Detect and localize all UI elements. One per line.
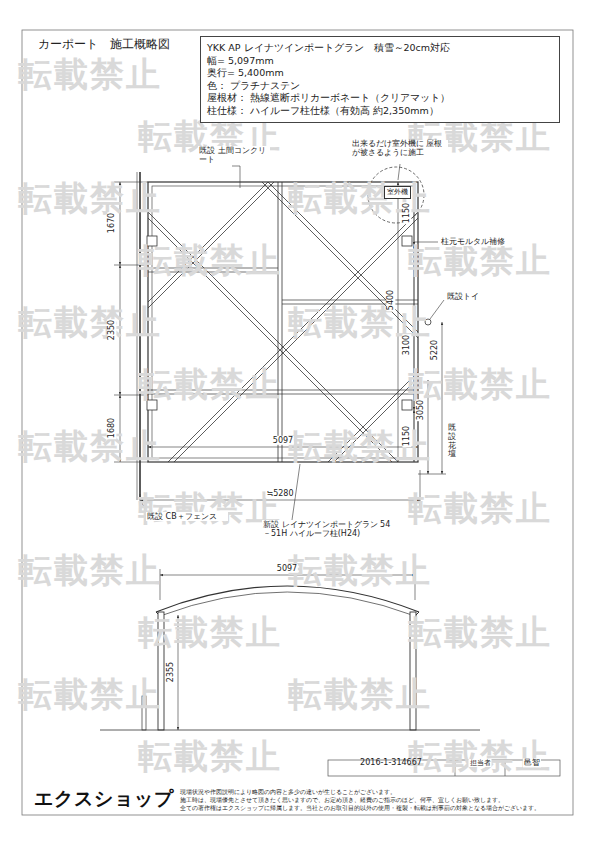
spec-line: 奥行= 5,400mm <box>207 67 553 80</box>
watermark: 転載禁止 <box>138 362 282 408</box>
footer-note: 施工時は、現場優先とさせて頂きたく思いますので、お定め頂き、経費のご指示のほど、… <box>180 797 565 803</box>
dimension-value: 1150 <box>402 425 411 447</box>
spec-line: 色： プラチナステン <box>207 80 553 93</box>
footer-note: 全ての著作権はエクスショップに帰属します。当社とのお取引目的以外の使用・複製・転… <box>180 805 565 811</box>
note-label: 既設 CB＋フェンス <box>146 512 228 521</box>
watermark: 転載禁止 <box>408 610 552 656</box>
watermark: 転載禁止 <box>288 548 432 594</box>
dimension-value: 5400 <box>386 289 395 311</box>
note-label: 既設花壇 <box>447 424 457 459</box>
spec-box: YKK AP レイナツインポートグラン 積雪～20cm対応幅= 5,097mm奥… <box>200 36 560 123</box>
dimension-value: ≒5280 <box>265 489 294 498</box>
title-block-cell: 担当者 <box>469 759 492 767</box>
spec-line: 屋根材： 熱線遮断ポリカーボネート（クリアマット） <box>207 92 553 105</box>
watermark: 転載禁止 <box>138 734 282 780</box>
note-label: 新設 レイナツインポートグラン 54－51H ハイルーフ柱(H24) <box>262 520 392 538</box>
dimension-value: 5097 <box>276 564 298 573</box>
watermark: 転載禁止 <box>408 362 552 408</box>
leader-lines <box>140 164 444 520</box>
dimension-value: 2355 <box>166 661 175 683</box>
title-block-cell: 2016-1-314667 <box>360 758 422 767</box>
watermark: 転載禁止 <box>18 300 162 346</box>
company-logo: エクスショップ <box>34 788 174 810</box>
watermark: 転載禁止 <box>138 486 282 532</box>
watermark: 転載禁止 <box>138 610 282 656</box>
title-block-cell: 邑智 <box>523 758 541 767</box>
watermark: 転載禁止 <box>18 672 162 718</box>
spec-line: 柱仕様： ハイルーフ柱仕様（有効高 約2,350mm） <box>207 105 553 118</box>
watermark: 転載禁止 <box>408 734 552 780</box>
watermark: 転載禁止 <box>408 486 552 532</box>
spec-line: 幅= 5,097mm <box>207 55 553 68</box>
dimension-value: 5220 <box>430 339 439 361</box>
dimension-value: 3100 <box>402 334 411 356</box>
note-label: 出来るだけ室外機に 屋根が被さるように施工 <box>352 140 448 157</box>
watermark: 転載禁止 <box>288 672 432 718</box>
dimension-value: 1150 <box>402 202 411 224</box>
aircon-box: 室外機 <box>384 186 411 199</box>
watermark: 転載禁止 <box>18 424 162 470</box>
dimension-value: 3050 <box>416 399 425 421</box>
dimension-value: 5097 <box>272 436 294 445</box>
drawing-title: カーポート 施工概略図 <box>38 38 170 52</box>
dimension-value: 1680 <box>107 417 116 439</box>
dimension-lines <box>114 182 446 730</box>
note-label: 既設 土間コンクリート <box>198 146 270 164</box>
spec-line: YKK AP レイナツインポートグラン 積雪～20cm対応 <box>207 42 553 55</box>
watermark: 転載禁止 <box>18 52 162 98</box>
watermark: 転載禁止 <box>18 548 162 594</box>
dimension-value: 2350 <box>107 319 116 341</box>
aircon-label: 室外機 <box>387 188 408 197</box>
footer-note: 現場状況や作図説明により略図の内容と多少の違いが生じることがございます。 <box>180 789 565 795</box>
dimension-value: 1670 <box>107 212 116 234</box>
note-label: 既設トイ <box>446 292 480 301</box>
watermark: 転載禁止 <box>18 176 162 222</box>
watermark: 転載禁止 <box>138 238 282 284</box>
note-label: 柱元モルタル補修 <box>440 237 506 246</box>
